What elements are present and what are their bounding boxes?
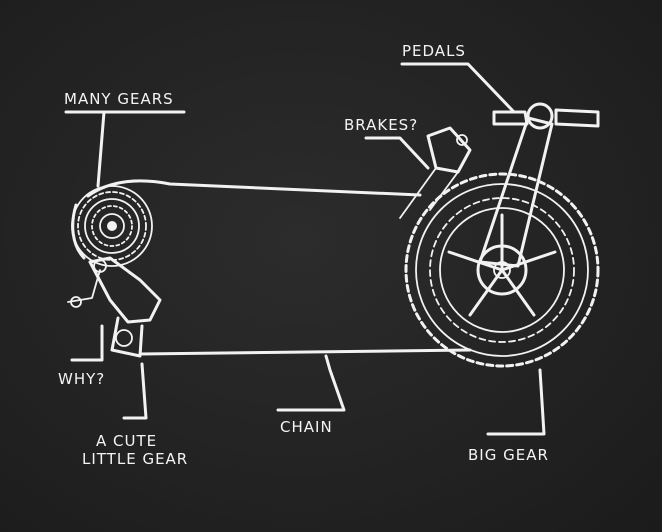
- label-many-gears: MANY GEARS: [64, 90, 174, 108]
- label-cute-gear-1: A CUTE: [96, 432, 157, 450]
- label-pedals: PEDALS: [402, 42, 466, 60]
- leader-lines: [64, 62, 546, 436]
- label-cute-gear-2: LITTLE GEAR: [82, 450, 188, 468]
- label-chain: CHAIN: [280, 418, 333, 436]
- rear-derailleur: [67, 256, 162, 358]
- cassette: [71, 185, 153, 267]
- chainring: [404, 172, 600, 368]
- crank-arm: [478, 102, 554, 268]
- label-brakes: BRAKES?: [344, 116, 418, 134]
- front-derailleur: [399, 126, 472, 219]
- label-big-gear: BIG GEAR: [468, 446, 549, 464]
- chain: [71, 179, 472, 356]
- label-why: WHY?: [58, 370, 105, 388]
